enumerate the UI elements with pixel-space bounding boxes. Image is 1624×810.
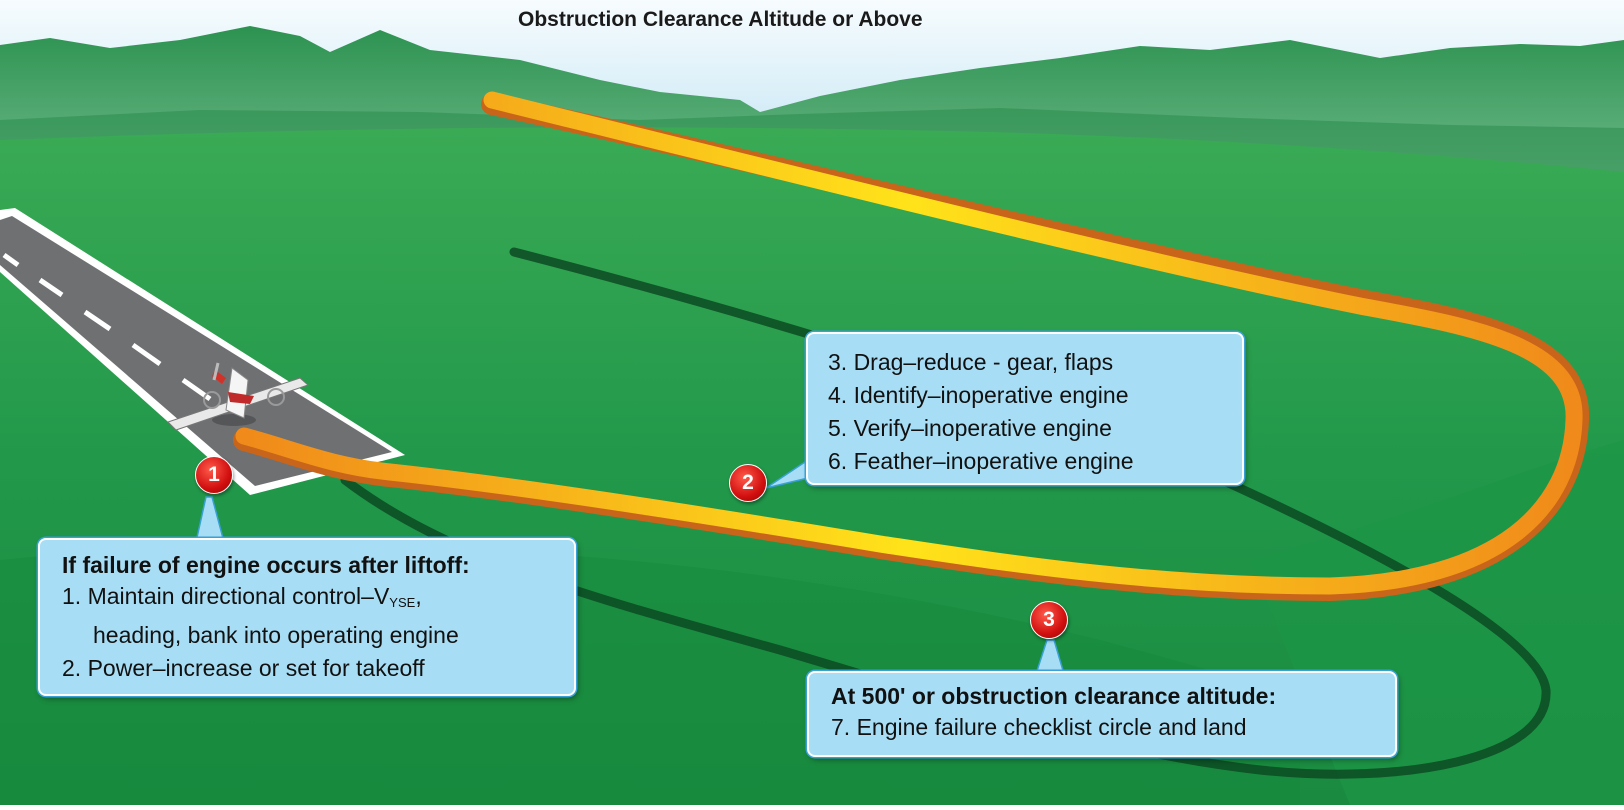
callout-clearance-altitude: At 500' or obstruction clearance altitud… [807, 671, 1397, 757]
step-marker-3: 3 [1030, 601, 1068, 639]
runway [0, 208, 405, 495]
vyse-subscript: YSE [389, 595, 416, 610]
callout-2-item-4: 4. Identify–inoperative engine [828, 382, 1129, 408]
callout-1-item-2: 2. Power–increase or set for takeoff [62, 655, 425, 681]
callout-1-item-1-continued: heading, bank into operating engine [93, 622, 459, 648]
callout-2-item-5: 5. Verify–inoperative engine [828, 415, 1112, 441]
callout-3-heading: At 500' or obstruction clearance altitud… [831, 683, 1277, 709]
callout-engine-checklist: 3. Drag–reduce - gear, flaps 4. Identify… [806, 332, 1244, 485]
callout-1-item-1-comma: , [415, 583, 422, 609]
callout-liftoff-failure: If failure of engine occurs after liftof… [38, 538, 576, 696]
flight-path [235, 91, 1583, 595]
diagram-title: Obstruction Clearance Altitude or Above [518, 8, 923, 31]
airplane-icon [167, 362, 309, 431]
callout-1-item-1: 1. Maintain directional control–VYSE, [62, 580, 574, 619]
callout-3-item-7: 7. Engine failure checklist circle and l… [831, 714, 1247, 740]
step-marker-1: 1 [195, 456, 233, 494]
callout-2-item-6: 6. Feather–inoperative engine [828, 448, 1134, 474]
step-marker-2: 2 [729, 464, 767, 502]
callout-2-item-3: 3. Drag–reduce - gear, flaps [828, 349, 1114, 375]
callout-1-item-1-text: 1. Maintain directional control–V [62, 583, 390, 609]
callout-1-heading: If failure of engine occurs after liftof… [62, 552, 470, 578]
